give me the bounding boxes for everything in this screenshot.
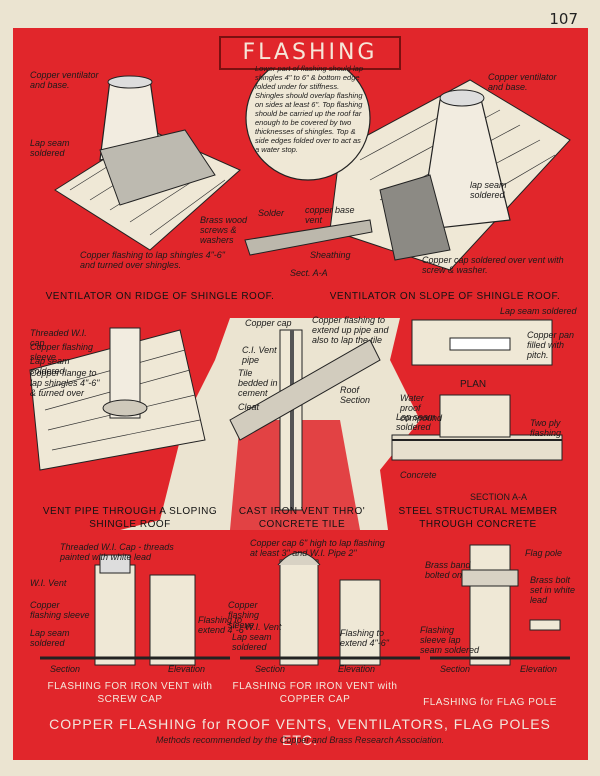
- copper-vent-label: W.I. Vent: [245, 622, 282, 632]
- flag-band-label: Brass band bolted on: [425, 560, 471, 580]
- ridge-ventilator-drawing: [54, 75, 241, 251]
- page-title: FLASHING: [219, 36, 401, 70]
- slope-vent-label: Copper ventilator and base.: [488, 72, 557, 92]
- section-sheathing-label: Sheathing: [310, 250, 351, 260]
- caption-vent-pipe: VENT PIPE THROUGH A SLOPING SHINGLE ROOF: [42, 506, 218, 530]
- page-number: 107: [549, 10, 578, 28]
- footer-title: COPPER FLASHING for ROOF VENTS, VENTILAT…: [49, 716, 551, 748]
- screw-extend-label: Flashing to extend 4"-6": [198, 615, 247, 635]
- copper-section-label: Section: [255, 664, 286, 674]
- screw-vent-label: W.I. Vent: [30, 578, 67, 588]
- copper-extend-label: Flashing to extend 4"-6": [340, 628, 389, 648]
- steel-concrete-label: Concrete: [400, 470, 437, 480]
- caption-flag: FLASHING for FLAG POLE: [423, 697, 557, 708]
- ridge-brass-label: Brass wood screws & washers: [200, 215, 248, 245]
- flag-elevation-label: Elevation: [520, 664, 558, 674]
- ridge-vent-label: Copper ventilator and base.: [30, 70, 99, 90]
- screw-section-label: Section: [50, 664, 81, 674]
- vent-flange-label: Copper flange to lap shingles 4"-6" & tu…: [30, 368, 100, 398]
- section-solder-label: Solder: [258, 208, 285, 218]
- screw-elevation-label: Elevation: [168, 664, 206, 674]
- screw-threaded-label: Threaded W.I. Cap - threads painted with…: [60, 542, 174, 562]
- steel-water-label: Water proof compound: [400, 393, 443, 423]
- vent-lap-label: Lap seam soldered: [30, 356, 70, 376]
- iron-copper-cap-drawing: [240, 552, 420, 666]
- steel-section-label: SECTION A-A: [470, 492, 528, 502]
- vent-pipe-drawing: [29, 327, 206, 471]
- flag-pole-drawing: [430, 544, 570, 666]
- steel-lap-label: Lap seam soldered: [500, 306, 577, 316]
- caption-iron-copper: FLASHING FOR IRON VENT with COPPER CAP: [232, 681, 398, 705]
- ci-pipe-label: C.I. Vent pipe: [242, 345, 277, 365]
- ridge-flashing-label: Copper flashing to lap shingles 4"-6" an…: [80, 250, 225, 270]
- flag-sleeve-label: Flashing sleeve lap seam soldered: [420, 625, 480, 655]
- copper-cap-label: Copper cap 6" high to lap flashing at le…: [250, 538, 385, 558]
- steel-member-drawing: [391, 319, 563, 461]
- caption-iron-screw: FLASHING FOR IRON VENT with SCREW CAP: [47, 681, 213, 705]
- ci-roof-label: Roof Section: [340, 385, 371, 405]
- flag-pole-label: Flag pole: [525, 548, 563, 558]
- section-aa-label: Sect. A-A: [290, 268, 328, 278]
- flag-bolt-label: Brass bolt set in white lead: [530, 575, 576, 605]
- vent-threaded-label: Threaded W.I. cap: [30, 328, 87, 348]
- slope-cap-label: Copper cap soldered over vent with screw…: [422, 255, 564, 275]
- steel-lap2-label: Lap seam soldered: [396, 412, 436, 432]
- caption-ridge: VENTILATOR ON RIDGE OF SHINGLE ROOF.: [45, 291, 275, 302]
- steel-pan-label: Copper pan filled with pitch.: [527, 330, 575, 360]
- ridge-lap-label: Lap seam soldered: [30, 138, 70, 158]
- footer-subtitle: Methods recommended by the Copper and Br…: [155, 735, 445, 745]
- note-text: Lower part of flashing should lap shingl…: [255, 64, 363, 154]
- screw-sleeve-label: Copper flashing sleeve: [30, 600, 90, 620]
- cast-iron-vent-drawing: [229, 329, 381, 511]
- caption-cast-iron: CAST IRON VENT THRO' CONCRETE TILE: [238, 506, 366, 530]
- section-aa-strip: [244, 219, 373, 256]
- copper-elevation-label: Elevation: [338, 664, 376, 674]
- flag-section-label: Section: [440, 664, 471, 674]
- caption-slope: VENTILATOR ON SLOPE OF SHINGLE ROOF.: [329, 291, 561, 302]
- iron-screw-cap-drawing: [40, 554, 230, 666]
- ci-cap-label: Copper cap: [245, 318, 292, 328]
- section-base-label: copper base vent: [305, 205, 355, 225]
- ci-tile-label: Tile bedded in cement: [238, 368, 278, 398]
- ci-flash-label: Copper flashing to extend up pipe and al…: [312, 315, 389, 345]
- caption-steel: STEEL STRUCTURAL MEMBER THROUGH CONCRETE: [398, 506, 558, 530]
- copper-lap-label: Lap seam soldered: [232, 632, 272, 652]
- slope-lap-label: lap seam soldered: [470, 180, 507, 200]
- slope-ventilator-drawing: [329, 79, 571, 271]
- copper-sleeve-label: Copper flashing sleeve: [228, 600, 260, 630]
- ci-cleat-label: Cleat: [238, 402, 260, 412]
- steel-two-ply-label: Two ply flashing: [530, 418, 562, 438]
- screw-lap-label: Lap seam soldered: [30, 628, 70, 648]
- steel-plan-label: PLAN: [460, 379, 487, 390]
- vent-sleeve-label: Copper flashing sleeve: [30, 342, 94, 362]
